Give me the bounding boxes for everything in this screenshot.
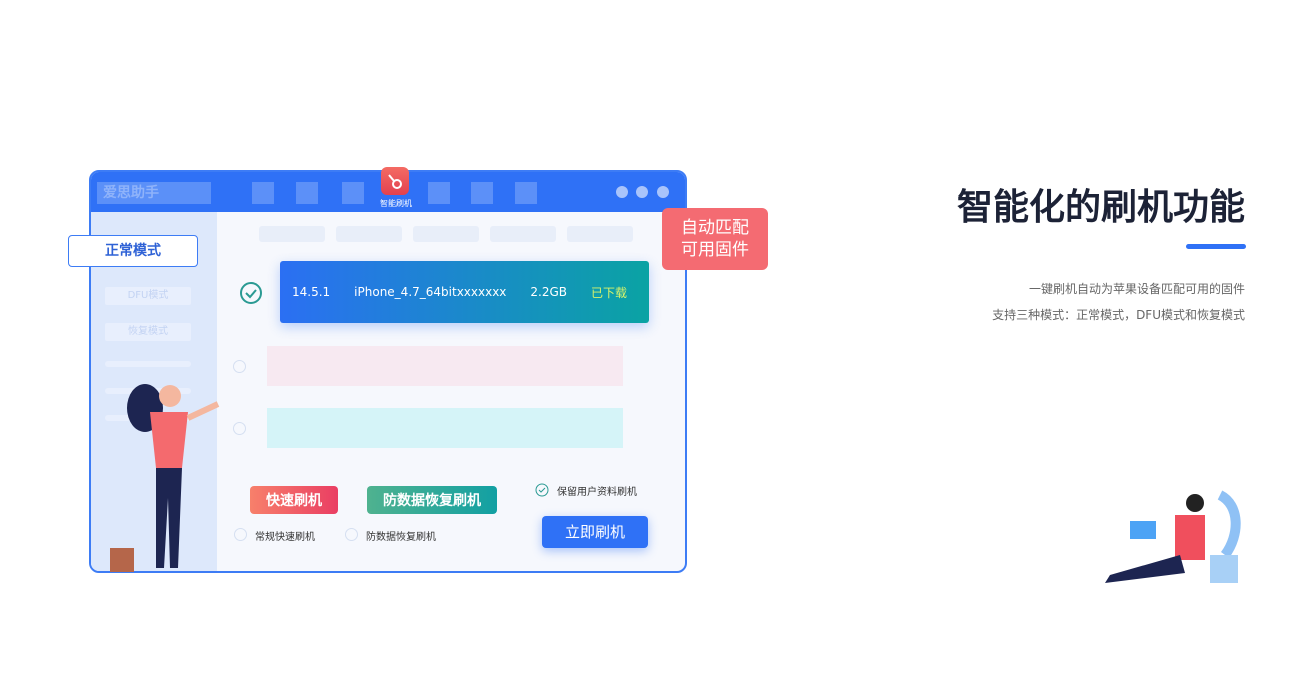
check-circle-icon xyxy=(240,282,262,304)
quick-flash-tag: 快速刷机 xyxy=(250,486,338,514)
window-dot xyxy=(657,186,669,198)
toolbar-placeholder xyxy=(342,182,364,204)
tab-placeholder xyxy=(413,226,479,242)
sidebar-recovery-mode: 恢复模式 xyxy=(105,323,191,341)
firmware-row-placeholder-pink xyxy=(267,346,623,386)
toolbar-placeholder xyxy=(515,182,537,204)
firmware-name: iPhone_4.7_64bitxxxxxxx xyxy=(354,285,507,299)
firmware-status: 已下载 xyxy=(591,285,628,300)
quick-flash-radio xyxy=(234,528,247,541)
firmware-size: 2.2GB xyxy=(530,285,568,299)
woman-illustration xyxy=(110,384,220,572)
quick-flash-option: 常规快速刷机 xyxy=(255,532,315,543)
firmware-version: 14.5.1 xyxy=(292,285,331,299)
description-line: 一键刷机自动为苹果设备匹配可用的固件 xyxy=(1028,282,1245,296)
anti-recovery-tag: 防数据恢复刷机 xyxy=(367,486,497,514)
radio-placeholder xyxy=(233,422,246,435)
sidebar-line xyxy=(105,361,191,367)
flash-now-button: 立即刷机 xyxy=(542,516,648,548)
callout-line: 可用固件 xyxy=(681,240,749,260)
callout-line: 自动匹配 xyxy=(681,218,749,238)
window-dot xyxy=(636,186,648,198)
toolbar-placeholder xyxy=(471,182,493,204)
app-window-illustration: 爱思助手 智能刷机 DFU模式 恢复模式 14.5.1 iPhone_4.7_6… xyxy=(89,170,687,573)
tab-placeholder xyxy=(490,226,556,242)
smart-flash-key-icon xyxy=(381,167,409,195)
tab-placeholder xyxy=(259,226,325,242)
toolbar-placeholder xyxy=(252,182,274,204)
firmware-row-placeholder-cyan xyxy=(267,408,623,448)
man-with-laptop-illustration xyxy=(1105,490,1241,583)
check-circle-icon xyxy=(535,483,549,497)
anti-recovery-option: 防数据恢复刷机 xyxy=(366,532,436,543)
title-accent-bar xyxy=(1186,244,1246,249)
normal-mode-callout: 正常模式 xyxy=(68,235,198,267)
toolbar-placeholder xyxy=(428,182,450,204)
auto-match-callout: 自动匹配可用固件 xyxy=(662,208,768,270)
window-dot xyxy=(616,186,628,198)
sidebar-dfu-mode: DFU模式 xyxy=(105,287,191,305)
tab-placeholder xyxy=(567,226,633,242)
tab-placeholder xyxy=(336,226,402,242)
firmware-row: 14.5.1 iPhone_4.7_64bitxxxxxxx 2.2GB 已下载 xyxy=(280,261,649,323)
page-title: 智能化的刷机功能 xyxy=(956,187,1245,228)
anti-recovery-radio xyxy=(345,528,358,541)
keep-data-option: 保留用户资料刷机 xyxy=(557,487,637,498)
app-logo: 爱思助手 xyxy=(97,182,211,204)
toolbar-placeholder xyxy=(296,182,318,204)
description-line: 支持三种模式：正常模式，DFU模式和恢复模式 xyxy=(992,308,1245,322)
smart-flash-label: 智能刷机 xyxy=(380,199,412,208)
radio-placeholder xyxy=(233,360,246,373)
